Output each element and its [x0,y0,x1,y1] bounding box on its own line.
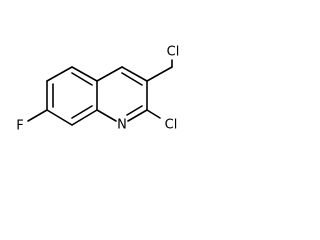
fluorine-label: F [16,119,23,134]
bond-c4a-c4 [96,66,123,82]
bond-c2-n1 [127,109,148,122]
nitrogen-label: N [117,118,127,133]
bond-c8-c8a-inner [71,105,93,119]
bond-n1-c8a [96,109,117,122]
bond-c2-cl [146,109,161,119]
bond-c8-c8a [71,109,98,126]
bond-c4-c3 [121,66,148,82]
ring-chlorine-label: Cl [165,118,178,133]
chloromethyl-chlorine-label: Cl [167,45,180,60]
bond-c3-ch2 [146,66,173,82]
bond-c4-c3-inner [121,72,143,86]
bond-c5-c6 [46,66,73,82]
bond-c4a-c5 [71,66,98,82]
bond-c6-f [27,109,48,122]
bond-c7-c8 [46,109,73,126]
bond-c2-n1-inner [126,105,143,116]
structure-diagram: F N Cl Cl [16,45,180,134]
bond-c4a-c5-inner [71,72,93,86]
